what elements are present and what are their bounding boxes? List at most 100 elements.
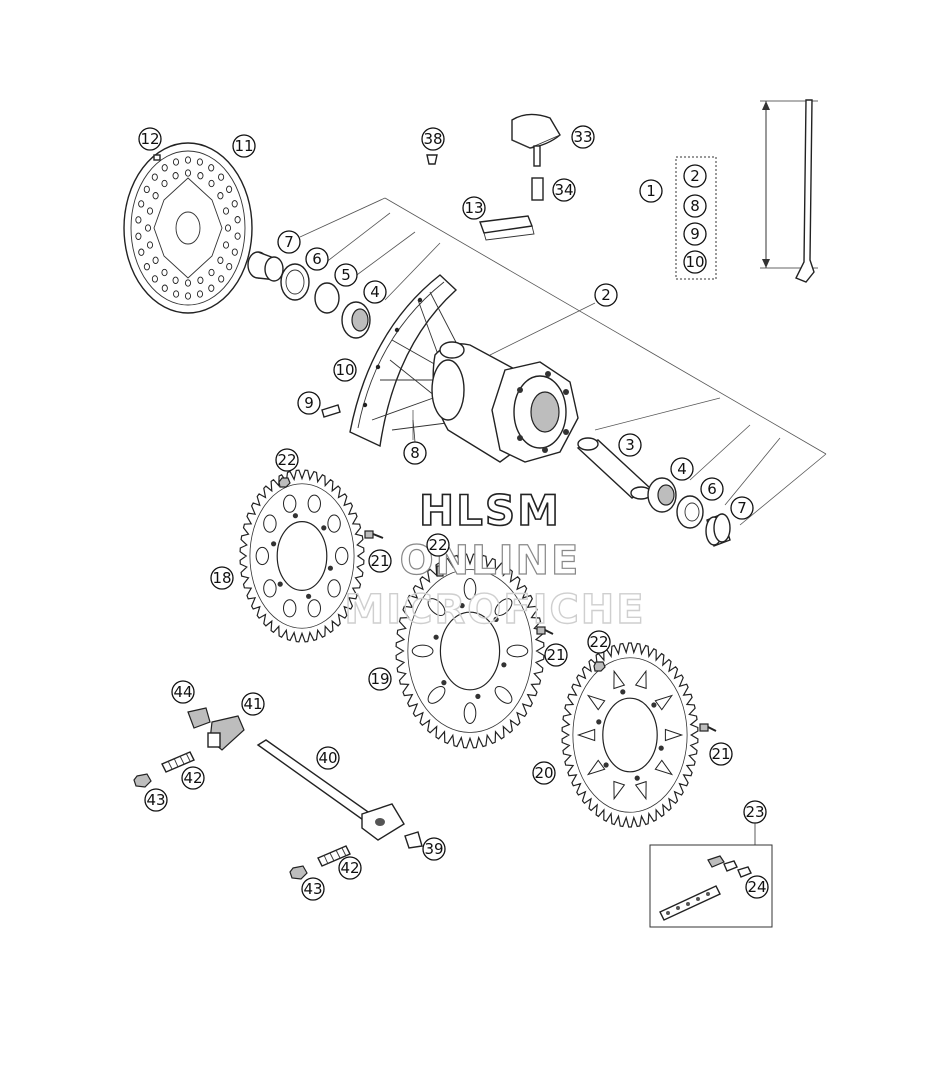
wheel-hub [371, 291, 579, 463]
valve-cap [426, 154, 438, 165]
callout-10: 10 [333, 358, 357, 382]
callout-22-a: 22 [275, 448, 299, 472]
svg-text:22: 22 [277, 451, 296, 469]
svg-text:1: 1 [646, 182, 656, 200]
watermark-line-3: MICROFICHE [344, 587, 645, 633]
svg-text:8: 8 [690, 197, 700, 215]
left-circlip [314, 282, 340, 314]
callout-18: 18 [210, 566, 234, 590]
svg-text:18: 18 [212, 569, 231, 587]
callout-24: 24 [745, 875, 769, 899]
svg-text:6: 6 [707, 480, 717, 498]
right-spacer [705, 513, 731, 547]
svg-text:12: 12 [140, 130, 159, 148]
sprocket-bolt-b [536, 626, 554, 635]
brake-disc-screw [153, 154, 161, 161]
sprocket-nut-c [593, 661, 606, 672]
watermark: HLSM ONLINE MICROFICHE [344, 485, 645, 634]
callout-6-right: 6 [700, 477, 724, 501]
adjuster-screw-upper [161, 751, 195, 773]
callout-6-left: 6 [305, 247, 329, 271]
callout-21-b: 21 [544, 643, 568, 667]
lock-nut-upper [133, 773, 152, 788]
callout-21-c: 21 [709, 742, 733, 766]
callout-41: 41 [241, 692, 265, 716]
svg-text:21: 21 [546, 646, 565, 664]
callout-11: 11 [232, 134, 256, 158]
svg-text:40: 40 [318, 749, 337, 767]
sprocket-bolt-a [364, 530, 384, 539]
right-bearing [647, 477, 677, 513]
sprocket-nut-b [436, 565, 444, 577]
leader-lines [412, 419, 756, 845]
callout-42-a: 42 [181, 766, 205, 790]
svg-text:42: 42 [340, 859, 359, 877]
watermark-line-1: HLSM [419, 486, 561, 535]
svg-text:22: 22 [428, 536, 447, 554]
callout-40: 40 [316, 746, 340, 770]
svg-text:7: 7 [737, 499, 747, 517]
svg-text:21: 21 [711, 745, 730, 763]
callout-13: 13 [462, 196, 486, 220]
callout-42-b: 42 [338, 856, 362, 880]
callout-7-left: 7 [277, 230, 301, 254]
callout-1-8: 8 [683, 194, 707, 218]
callout-20: 20 [532, 761, 556, 785]
sprocket-small [239, 469, 365, 643]
callout-38: 38 [421, 127, 445, 151]
svg-text:43: 43 [146, 791, 165, 809]
assembly-guide-lines [299, 197, 827, 526]
chain-kit-box [649, 844, 773, 928]
callout-33: 33 [571, 125, 595, 149]
svg-text:9: 9 [304, 394, 314, 412]
axle-nut [404, 831, 423, 849]
svg-text:41: 41 [243, 695, 262, 713]
wheel-axle [256, 739, 405, 841]
svg-text:38: 38 [423, 130, 442, 148]
svg-text:2: 2 [601, 286, 611, 304]
callout-1-9: 9 [683, 222, 707, 246]
callout-34: 34 [552, 178, 576, 202]
callout-2: 2 [594, 283, 618, 307]
left-seal [280, 263, 310, 301]
sprocket-medium [395, 553, 545, 749]
left-spacer [247, 251, 284, 282]
svg-text:7: 7 [284, 233, 294, 251]
adjuster-screw-lower [317, 845, 351, 867]
callout-3: 3 [618, 433, 642, 457]
callout-1-10: 10 [683, 250, 707, 274]
svg-text:4: 4 [677, 460, 687, 478]
svg-text:34: 34 [554, 181, 573, 199]
svg-text:19: 19 [370, 670, 389, 688]
callout-44: 44 [171, 680, 195, 704]
callout-4-right: 4 [670, 457, 694, 481]
callout-43-b: 43 [301, 877, 325, 901]
sprocket-nut-a [278, 477, 291, 488]
brake-disc [123, 142, 253, 314]
svg-text:4: 4 [370, 283, 380, 301]
callout-1-2: 2 [683, 164, 707, 188]
callout-23: 23 [743, 800, 767, 824]
svg-text:10: 10 [685, 253, 704, 271]
left-bearing [341, 301, 371, 339]
callout-12: 12 [138, 127, 162, 151]
svg-text:22: 22 [589, 633, 608, 651]
wheel-rim [349, 274, 458, 448]
svg-text:20: 20 [534, 764, 553, 782]
svg-text:24: 24 [747, 878, 766, 896]
svg-text:33: 33 [573, 128, 592, 146]
hub-spacer-tube [576, 437, 652, 500]
callout-5: 5 [334, 263, 358, 287]
svg-text:8: 8 [410, 444, 420, 462]
adjuster-nut-upper [187, 707, 211, 729]
callout-19: 19 [368, 667, 392, 691]
svg-text:10: 10 [335, 361, 354, 379]
callout-4-left: 4 [363, 280, 387, 304]
svg-text:6: 6 [312, 250, 322, 268]
wheel-kit-box [675, 156, 717, 280]
svg-text:43: 43 [303, 880, 322, 898]
svg-text:21: 21 [370, 552, 389, 570]
svg-text:39: 39 [424, 840, 443, 858]
